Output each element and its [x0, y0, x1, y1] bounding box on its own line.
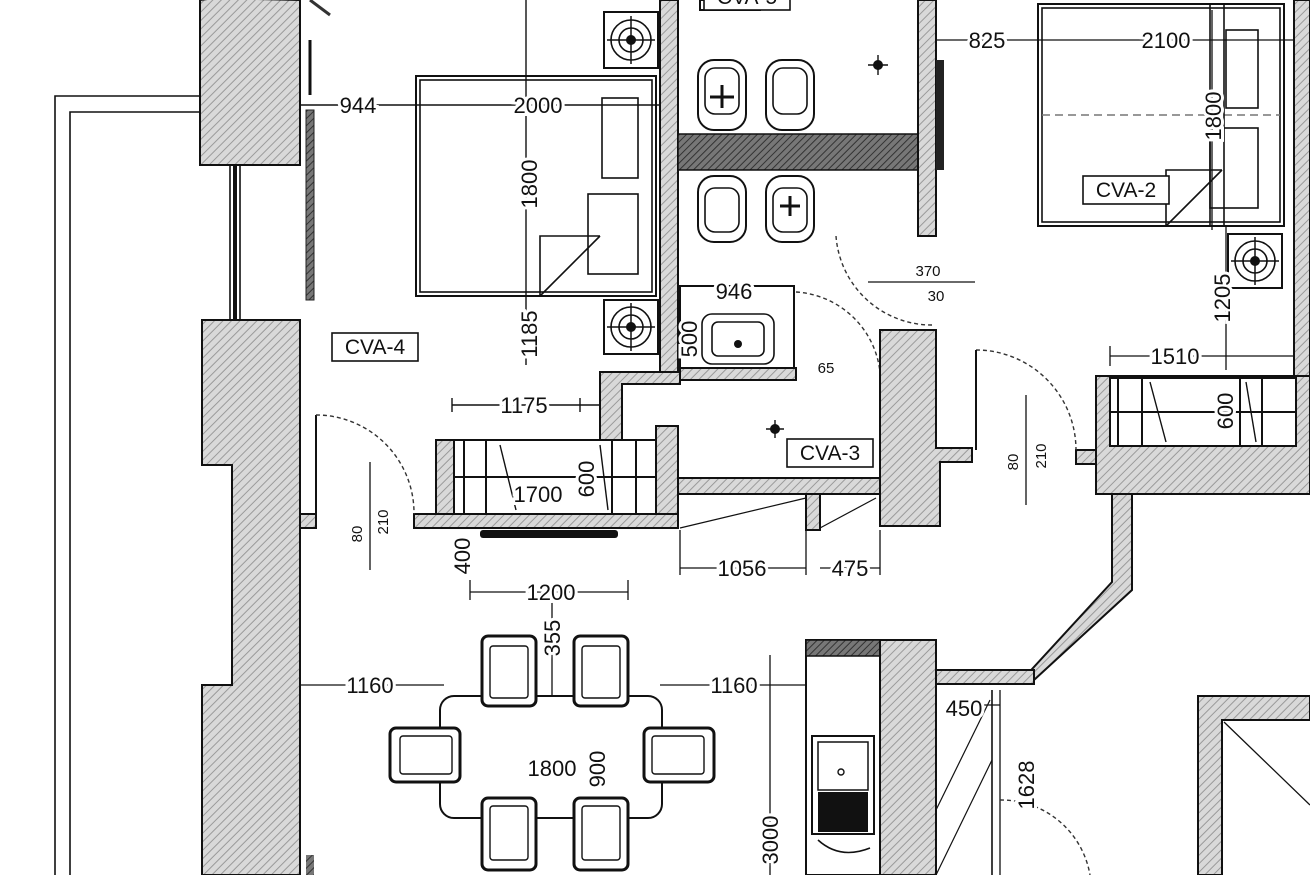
dim-500: 500 — [677, 321, 702, 358]
cva3-stub — [805, 493, 821, 531]
kitchen-sink — [811, 735, 875, 854]
dim-400: 400 — [450, 538, 475, 575]
door-cva4 — [299, 414, 415, 570]
dim-3000: 3000 — [758, 816, 783, 865]
dim-lines-bed1 — [300, 0, 660, 412]
nightstand-top — [603, 11, 659, 69]
svg-text:CVA-3: CVA-3 — [800, 442, 860, 465]
chair-bottom-left — [480, 796, 538, 872]
dim-944: 944 — [340, 93, 377, 118]
bathroom-east-wall — [917, 0, 937, 237]
dim-1510: 1510 — [1151, 344, 1200, 369]
dim-1160-right: 1160 — [710, 673, 757, 698]
dim-450: 450 — [946, 696, 983, 721]
svg-text:CVA-4: CVA-4 — [345, 336, 406, 359]
wardrobe-cva2 — [1095, 375, 1310, 495]
svg-text:80: 80 — [1005, 454, 1022, 471]
cva3-drain — [766, 420, 784, 438]
cva3-east-wall — [879, 329, 973, 527]
bidet-1 — [765, 59, 815, 131]
bedroom-partition-wall — [659, 0, 679, 373]
dim-946: 946 — [716, 279, 753, 304]
chair-bottom-right — [572, 796, 630, 872]
toilet-1 — [697, 59, 747, 131]
dim-65: 65 — [818, 360, 835, 377]
dim-600-right: 600 — [1213, 393, 1238, 430]
toilet-2 — [697, 175, 747, 243]
dim-1800-table: 1800 — [528, 756, 577, 781]
bidet-2 — [765, 175, 815, 243]
svg-text:CVA-2: CVA-2 — [1096, 179, 1156, 202]
radiator — [305, 0, 331, 875]
chair-left — [388, 726, 462, 784]
dim-2100: 2100 — [1142, 28, 1191, 53]
dim-1185: 1185 — [517, 310, 542, 357]
room-label-cva5: CVA-5 — [703, 0, 791, 11]
wardrobe-cva4 — [413, 425, 679, 538]
washbasin — [679, 285, 797, 381]
svg-text:80: 80 — [349, 526, 366, 543]
dim-1800-bed2: 1800 — [1201, 92, 1226, 141]
room-label-cva3: CVA-3 — [786, 438, 874, 468]
left-window — [229, 164, 241, 321]
svg-text:370: 370 — [915, 263, 940, 280]
chair-top-right — [572, 634, 630, 708]
cva3-south-wall — [677, 477, 881, 495]
dim-1628: 1628 — [1014, 761, 1039, 810]
svg-text:210: 210 — [375, 509, 392, 534]
svg-text:30: 30 — [928, 288, 945, 305]
dimension-labels: 944 2000 1800 1185 825 2100 1800 1205 15… — [337, 25, 1241, 867]
cva2-east-wall — [1293, 0, 1310, 381]
chair-top-left — [480, 634, 538, 708]
dim-1700: 1700 — [514, 482, 563, 507]
dim-1160-left: 1160 — [346, 673, 393, 698]
dim-475: 475 — [832, 556, 869, 581]
dim-600-tub: 600 — [574, 461, 599, 498]
dim-1800-bed1: 1800 — [517, 160, 542, 209]
kitchen-north-wall — [935, 669, 1035, 685]
bed-cva2 — [1037, 3, 1285, 227]
svg-text:CVA-5: CVA-5 — [717, 0, 777, 9]
dim-2000: 2000 — [514, 93, 563, 118]
bed-cva4 — [415, 75, 657, 297]
shower-drain — [868, 55, 888, 75]
chair-right — [642, 726, 716, 784]
kitchen-doors — [935, 690, 1091, 875]
dim-825: 825 — [969, 28, 1006, 53]
dim-1056: 1056 — [718, 556, 767, 581]
balcony-outline — [54, 95, 200, 875]
dim-lines-bed2 — [936, 10, 1310, 370]
dim-1205: 1205 — [1210, 274, 1235, 323]
corridor-wall-diag — [1019, 493, 1133, 681]
bath-radiator — [936, 60, 944, 170]
storage-closet — [1197, 695, 1310, 875]
dim-1175: 1175 — [500, 393, 547, 418]
svg-text:210: 210 — [1033, 443, 1050, 468]
dim-1200: 1200 — [527, 580, 576, 605]
door-labels: 80 210 80 210 370 30 — [349, 263, 1050, 542]
dim-355: 355 — [540, 620, 565, 657]
door-wc-arc — [795, 291, 881, 373]
bathroom-divider — [677, 133, 919, 171]
dim-900: 900 — [585, 751, 610, 788]
nightstand-cva2 — [1227, 233, 1283, 289]
nightstand-bottom — [603, 299, 659, 355]
closet-diag-2 — [819, 497, 877, 529]
door-hall — [975, 349, 1099, 505]
closet-diag — [679, 497, 807, 529]
door-bathroom — [835, 235, 975, 326]
room-label-cva4: CVA-4 — [331, 332, 419, 362]
room-label-cva2: CVA-2 — [1082, 175, 1170, 205]
left-exterior-wall — [199, 0, 301, 875]
